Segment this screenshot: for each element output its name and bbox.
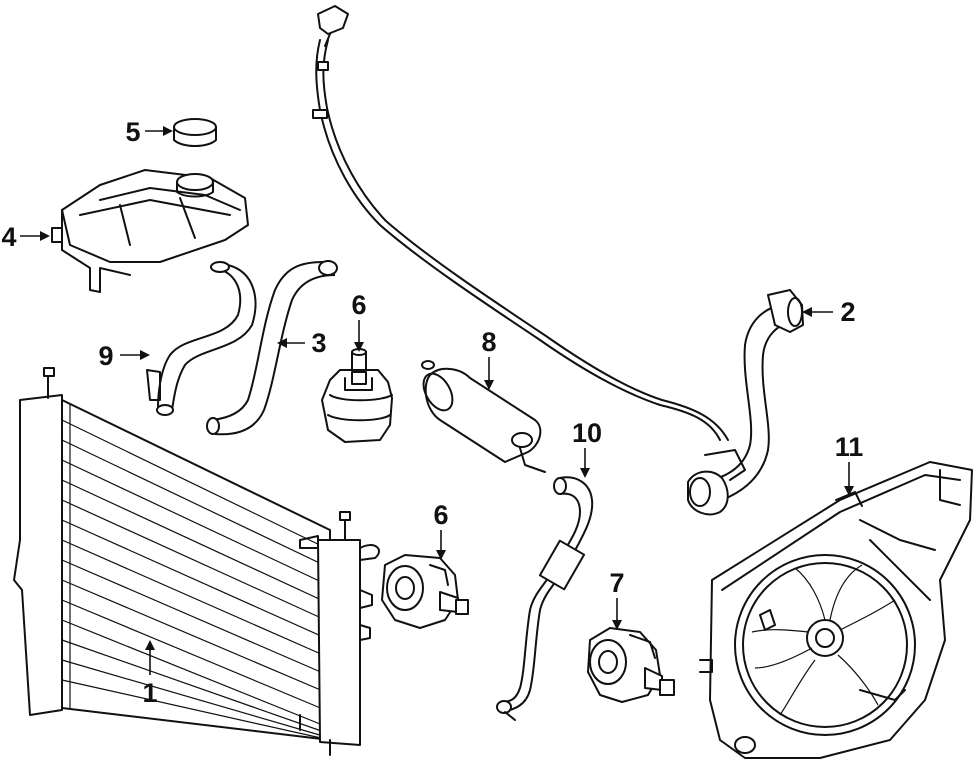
callout-2: 2 <box>840 297 855 327</box>
coolant-reservoir-part-4 <box>51 169 249 293</box>
canister-part-8 <box>421 360 546 473</box>
callout-4: 4 <box>1 222 16 252</box>
radiator-part-1 <box>13 367 380 756</box>
callout-6-upper: 6 <box>351 290 366 320</box>
callout-8: 8 <box>481 327 496 357</box>
cooling-fan-part-11 <box>699 461 973 759</box>
callout-3: 3 <box>311 328 326 358</box>
callout-1: 1 <box>142 678 157 708</box>
callout-7: 7 <box>609 568 624 598</box>
callout-6-lower: 6 <box>433 500 448 530</box>
coolant-hose-part-10 <box>496 476 594 721</box>
water-pump-part-7 <box>587 627 675 703</box>
water-pump-part-6-upper <box>321 348 393 443</box>
callout-10: 10 <box>572 418 602 448</box>
reservoir-cap-part-5 <box>173 118 217 147</box>
radiator-hose-part-3 <box>206 260 338 436</box>
callout-labels: 1 2 3 4 5 6 6 7 8 9 10 11 <box>1 117 863 708</box>
callout-11: 11 <box>835 432 864 462</box>
callout-9: 9 <box>98 341 113 371</box>
reservoir-hose-part-9 <box>146 261 257 416</box>
callout-5: 5 <box>125 117 140 147</box>
coolant-hose-part-2 <box>312 5 804 516</box>
water-pump-part-6-lower <box>381 554 469 629</box>
callout-leaders <box>20 126 854 675</box>
